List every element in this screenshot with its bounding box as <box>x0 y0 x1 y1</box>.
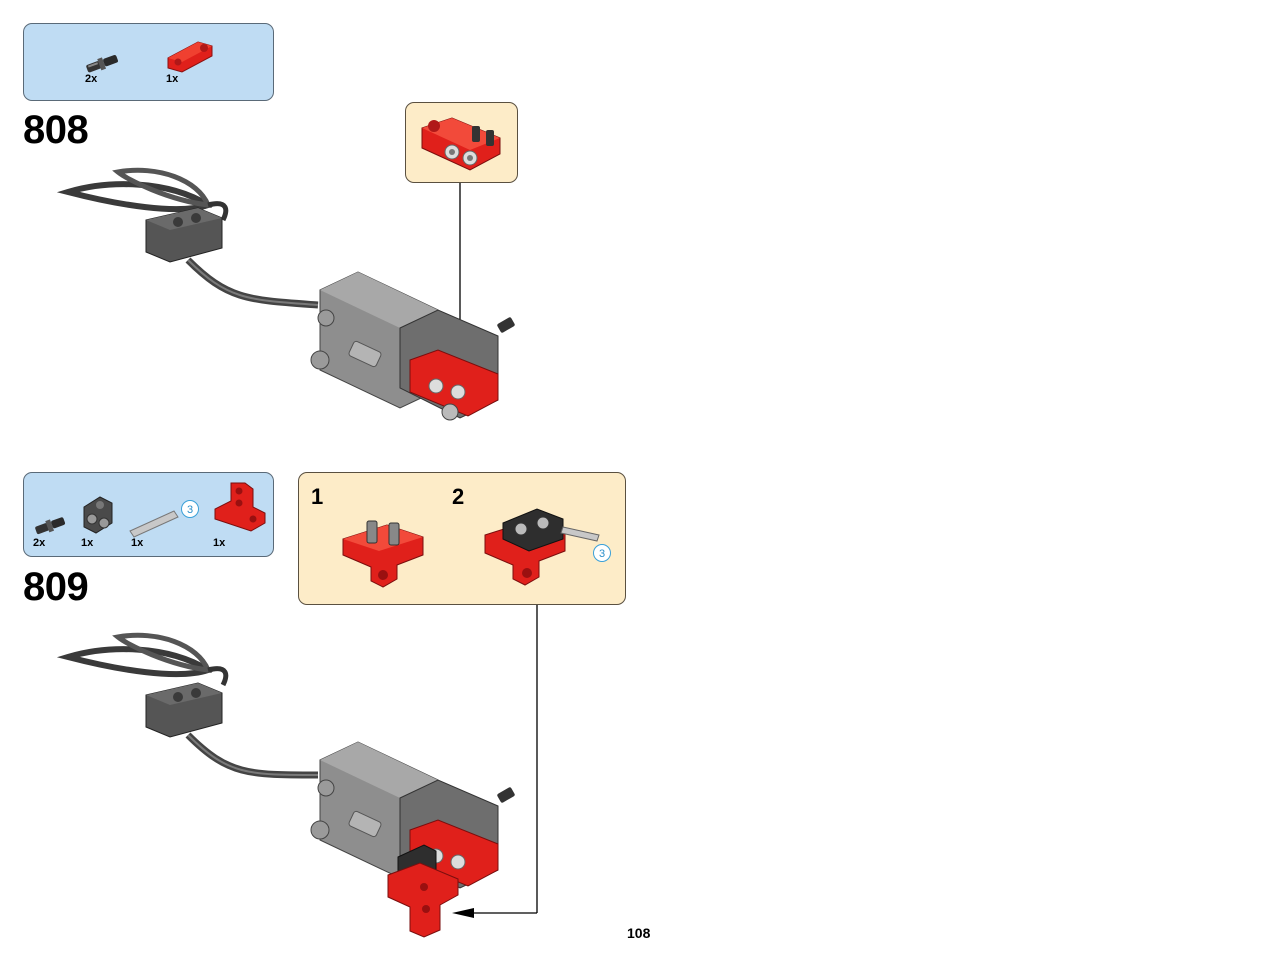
callout-808 <box>405 102 518 183</box>
parts-list-808: 2x 1x <box>23 23 274 101</box>
parts-list-809: 2x 1x 3 1x 1x <box>23 472 274 557</box>
motor-assembly-809 <box>56 632 515 938</box>
grey-axle-icon <box>129 510 179 538</box>
substep-2-assembly-icon <box>484 508 600 586</box>
motor-assembly-808 <box>56 167 515 421</box>
assembly-arrow-809 <box>452 605 538 918</box>
substep-number-1: 1 <box>311 484 324 509</box>
red-l-beam-icon <box>214 482 266 532</box>
part-qty: 1x <box>213 537 226 549</box>
step-number-808: 808 <box>23 108 89 152</box>
step-number-809: 809 <box>23 565 89 609</box>
axle-length-badge: 3 <box>593 544 611 562</box>
axle-pin-black-icon <box>35 517 66 535</box>
red-beam-connector-icon <box>167 41 213 73</box>
substep-1-assembly-icon <box>342 520 424 588</box>
axle-pin-black-icon <box>86 55 118 73</box>
substep-number-2: 2 <box>452 484 465 509</box>
page-number: 108 <box>627 925 651 941</box>
part-qty: 1x <box>81 537 94 549</box>
part-qty: 2x <box>33 537 46 549</box>
part-qty: 2x <box>85 73 98 85</box>
dark-grey-connector-icon <box>83 496 113 534</box>
part-qty: 1x <box>166 73 179 85</box>
axle-length-badge: 3 <box>181 500 199 518</box>
part-qty: 1x <box>131 537 144 549</box>
callout-809: 1 2 3 <box>298 472 626 605</box>
red-beam-with-pins-icon <box>421 117 501 171</box>
